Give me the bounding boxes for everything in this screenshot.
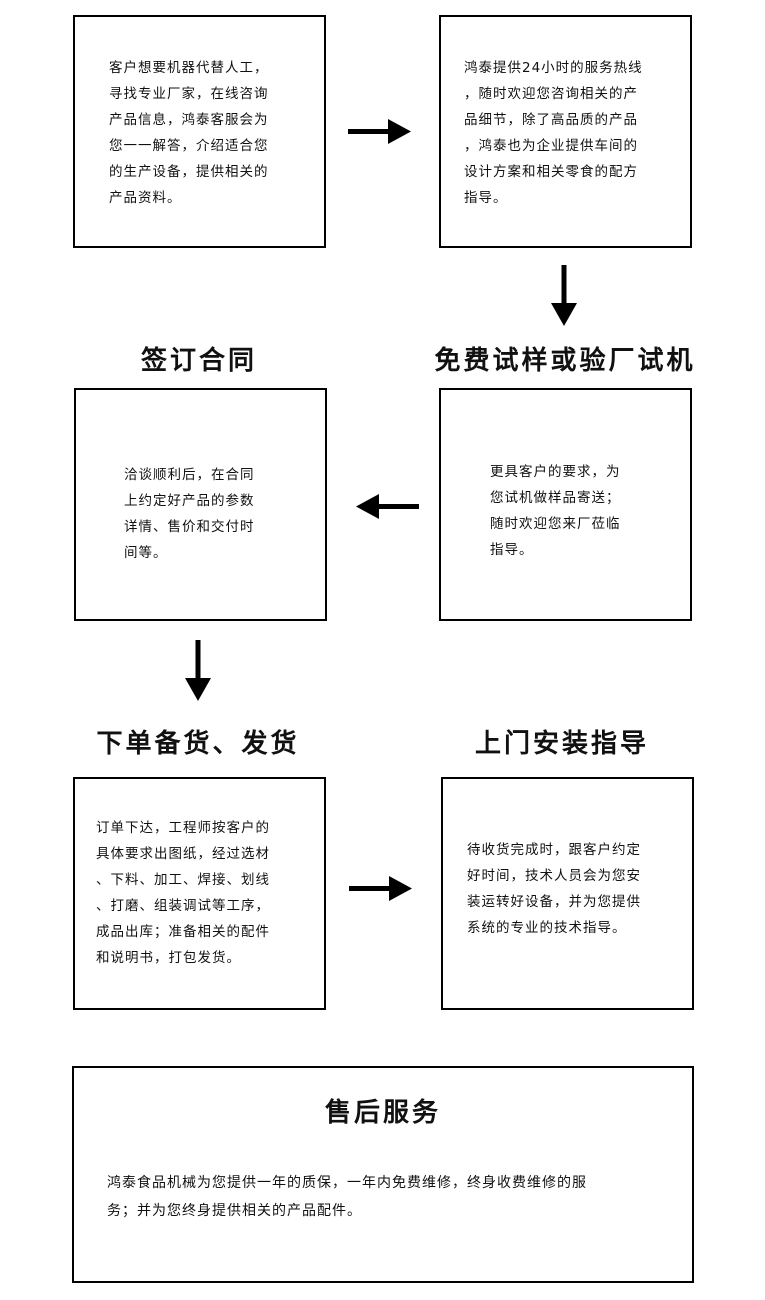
step-install-box: 待收货完成时，跟客户约定 好时间，技术人员会为您安 装运转好设备，并为您提供 系… [441,777,694,1010]
text-line: 鸿泰提供24小时的服务热线 [464,60,643,76]
text-line: ，随时欢迎您咨询相关的产 [464,86,638,102]
text-line: 指导。 [464,190,508,206]
arrow-down-icon [551,265,577,326]
step-contract-box: 洽谈顺利后，在合同 上约定好产品的参数 详情、售价和交付时 间等。 [74,388,327,621]
arrow-right-icon [348,119,411,144]
step-consult-box: 客户想要机器代替人工， 寻找专业厂家，在线咨询 产品信息，鸿泰客服会为 您一一解… [73,15,326,248]
text-line: 务；并为您终身提供相关的产品配件。 [107,1203,362,1219]
text-line: 设计方案和相关零食的配方 [464,164,638,180]
text-line: ，鸿泰也为企业提供车间的 [464,138,638,154]
text-line: 产品资料。 [109,190,182,206]
after-sales-box: 售后服务 鸿泰食品机械为您提供一年的质保，一年内免费维修，终身收费维修的服 务；… [72,1066,694,1283]
text-line: 具体要求出图纸，经过选材 [96,846,270,862]
text-line: 寻找专业厂家，在线咨询 [109,86,269,102]
step-hotline-text: 鸿泰提供24小时的服务热线 ，随时欢迎您咨询相关的产 品细节，除了高品质的产品 … [464,55,643,211]
step-shipping-box: 订单下达，工程师按客户的 具体要求出图纸，经过选材 、下料、加工、焊接、划线 、… [73,777,326,1010]
step-shipping-text: 订单下达，工程师按客户的 具体要求出图纸，经过选材 、下料、加工、焊接、划线 、… [96,815,270,971]
arrow-left-icon [356,494,419,519]
step-hotline-box: 鸿泰提供24小时的服务热线 ，随时欢迎您咨询相关的产 品细节，除了高品质的产品 … [439,15,692,248]
text-line: 品细节，除了高品质的产品 [464,112,638,128]
text-line: 、下料、加工、焊接、划线 [96,872,270,888]
text-line: 详情、售价和交付时 [124,519,255,535]
text-line: 您一一解答，介绍适合您 [109,138,269,154]
step-sample-text: 更具客户的要求，为 您试机做样品寄送； 随时欢迎您来厂莅临 指导。 [490,459,621,563]
text-line: 装运转好设备，并为您提供 [467,894,641,910]
text-line: 更具客户的要求，为 [490,464,621,480]
text-line: 产品信息，鸿泰客服会为 [109,112,269,128]
text-line: 好时间，技术人员会为您安 [467,868,641,884]
text-line: 、打磨、组装调试等工序， [96,898,270,914]
step-install-title: 上门安装指导 [474,729,650,759]
text-line: 待收货完成时，跟客户约定 [467,842,641,858]
step-consult-text: 客户想要机器代替人工， 寻找专业厂家，在线咨询 产品信息，鸿泰客服会为 您一一解… [109,55,269,211]
text-line: 成品出库；准备相关的配件 [96,924,270,940]
step-contract-text: 洽谈顺利后，在合同 上约定好产品的参数 详情、售价和交付时 间等。 [124,462,255,566]
step-install-text: 待收货完成时，跟客户约定 好时间，技术人员会为您安 装运转好设备，并为您提供 系… [467,837,641,941]
step-sample-title: 免费试样或验厂试机 [434,346,696,376]
step-shipping-title: 下单备货、发货 [96,729,300,759]
text-line: 间等。 [124,545,168,561]
text-line: 洽谈顺利后，在合同 [124,467,255,483]
text-line: 和说明书，打包发货。 [96,950,241,966]
arrow-down-icon [185,640,211,701]
text-line: 系统的专业的技术指导。 [467,920,627,936]
text-line: 的生产设备，提供相关的 [109,164,269,180]
text-line: 客户想要机器代替人工， [109,60,269,76]
arrow-right-icon [349,876,412,901]
after-sales-title: 售后服务 [324,1098,442,1128]
text-line: 随时欢迎您来厂莅临 [490,516,621,532]
after-sales-text: 鸿泰食品机械为您提供一年的质保，一年内免费维修，终身收费维修的服 务；并为您终身… [107,1169,587,1225]
text-line: 鸿泰食品机械为您提供一年的质保，一年内免费维修，终身收费维修的服 [107,1175,587,1191]
step-sample-box: 更具客户的要求，为 您试机做样品寄送； 随时欢迎您来厂莅临 指导。 [439,388,692,621]
step-contract-title: 签订合同 [140,346,258,376]
text-line: 上约定好产品的参数 [124,493,255,509]
text-line: 订单下达，工程师按客户的 [96,820,270,836]
text-line: 您试机做样品寄送； [490,490,621,506]
text-line: 指导。 [490,542,534,558]
